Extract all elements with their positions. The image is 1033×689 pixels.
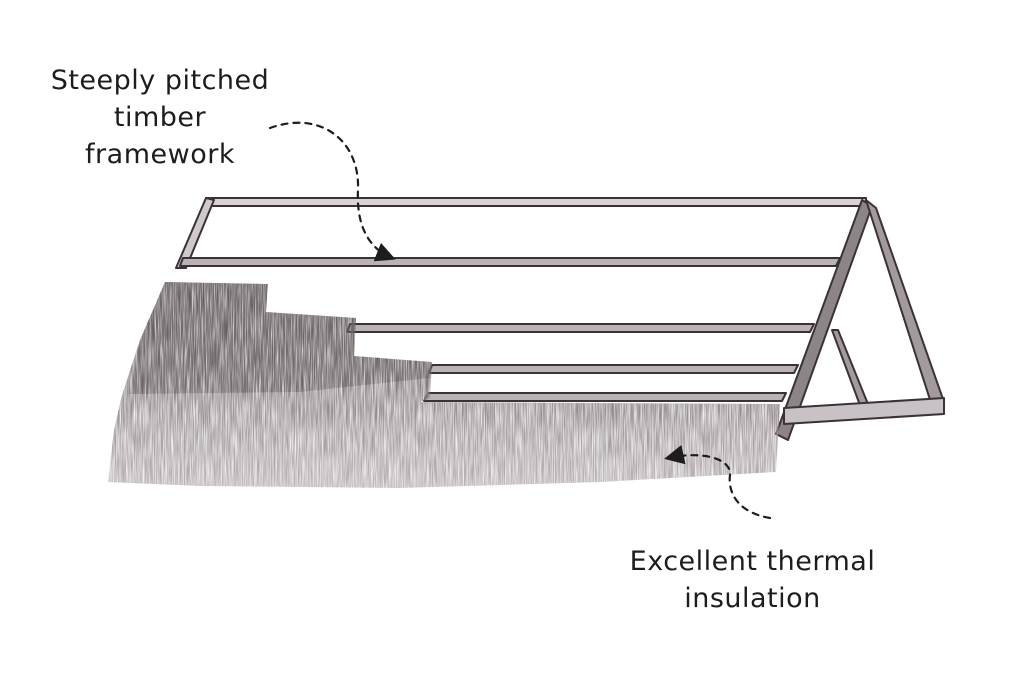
framework-annotation-line: Steeply pitched	[50, 65, 270, 96]
tie-beam	[783, 397, 945, 425]
insulation-annotation-line: insulation	[684, 583, 821, 614]
ridge-beam	[205, 197, 867, 207]
left-rafter	[175, 197, 215, 269]
dashed-curved-arrow-icon	[664, 444, 772, 520]
purlin-2	[346, 323, 815, 333]
gable-back-rafter	[865, 199, 945, 407]
dashed-curved-arrow-icon	[268, 121, 396, 262]
purlin-4	[423, 392, 787, 402]
thatch-insulation	[108, 282, 780, 488]
purlin-3	[428, 364, 799, 374]
framework-annotation-line: framework	[85, 139, 235, 170]
insulation-annotation: Excellent thermal insulation	[600, 543, 905, 617]
framework-annotation: Steeply pitched timber framework	[40, 62, 280, 173]
purlin-1	[179, 257, 841, 267]
insulation-annotation-line: Excellent thermal	[629, 546, 876, 577]
framework-annotation-line: timber	[113, 102, 207, 133]
